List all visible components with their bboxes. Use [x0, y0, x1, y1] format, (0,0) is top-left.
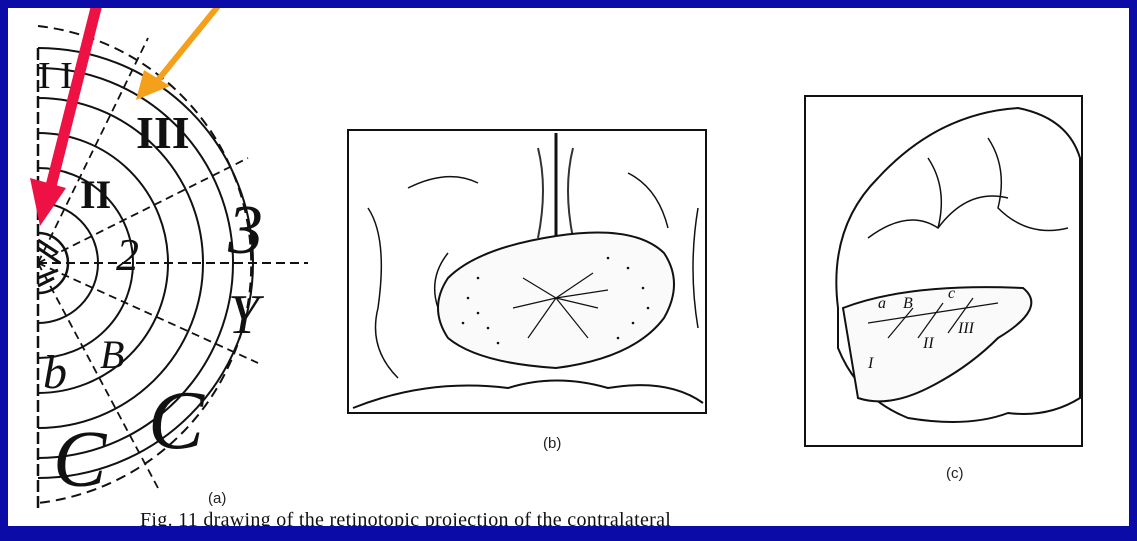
caption-a: (a)	[208, 490, 226, 507]
svg-text:B: B	[903, 295, 913, 312]
label-3: 3	[227, 192, 263, 269]
label-roman-III: III	[136, 107, 190, 158]
svg-text:c: c	[948, 285, 955, 302]
label-B: B	[100, 332, 124, 377]
caption-c: (c)	[946, 465, 964, 482]
label-Y: Y	[228, 284, 265, 346]
svg-text:II: II	[922, 335, 934, 352]
scanned-figure: I I III II 3 2 b B C C Y (a)	[8, 8, 1129, 532]
label-C-left: C	[53, 416, 108, 504]
panel-b-drawing	[348, 130, 706, 413]
slide-bottom-bar	[0, 526, 1137, 541]
svg-text:a: a	[878, 295, 886, 312]
label-C-mid: C	[148, 374, 205, 467]
caption-b: (b)	[543, 435, 561, 452]
label-roman-II: II	[80, 172, 111, 217]
orange-arrow	[136, 8, 223, 100]
figure-drawing: I I III II 3 2 b B C C Y (a)	[8, 8, 1129, 532]
label-2: 2	[116, 229, 139, 280]
svg-text:I: I	[867, 355, 874, 372]
svg-text:III: III	[957, 320, 975, 337]
label-roman-I: I I	[38, 55, 73, 97]
label-b: b	[43, 346, 67, 399]
